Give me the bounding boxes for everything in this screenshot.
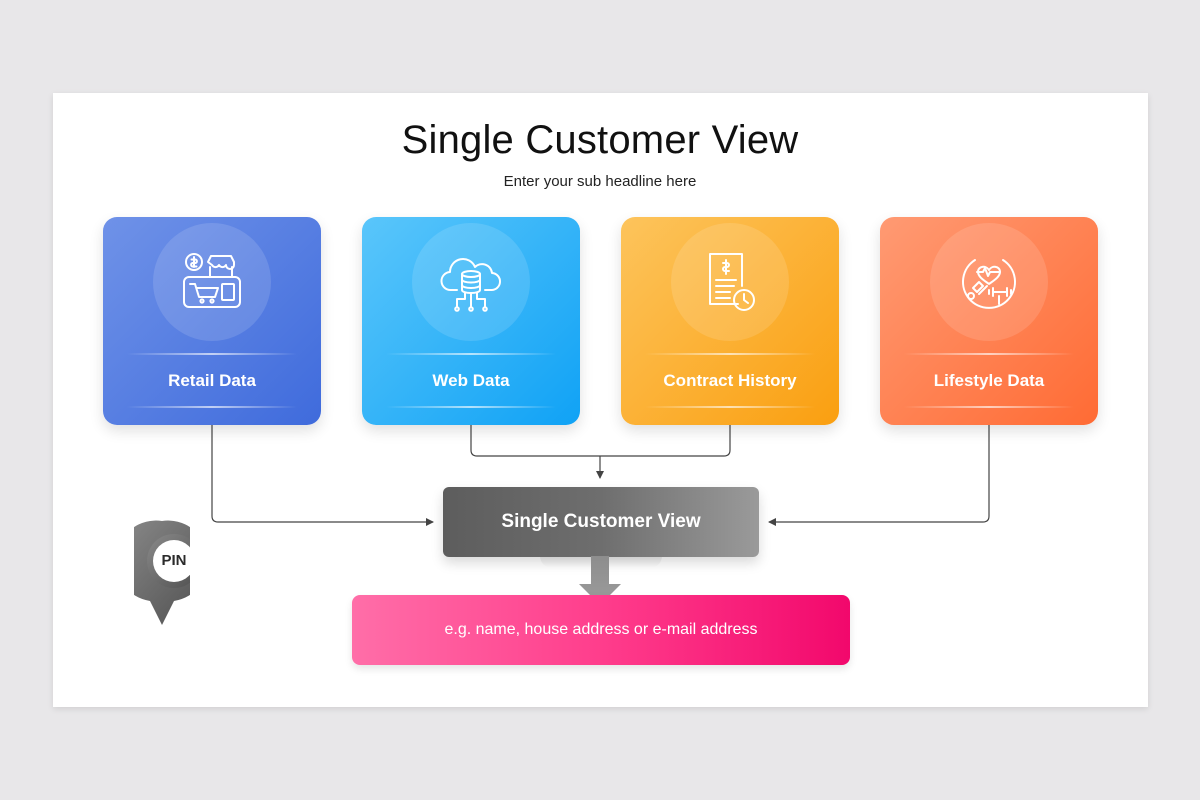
icon-halo (930, 223, 1048, 341)
invoice-clock-icon (709, 253, 755, 311)
divider-bottom (386, 406, 556, 408)
source-label: Contract History (663, 371, 797, 390)
source-card-lifestyle: Lifestyle Data (880, 217, 1098, 425)
hub-label: Single Customer View (501, 511, 701, 532)
cloud-database-icon (440, 258, 501, 312)
down-arrow-icon (579, 556, 621, 605)
page-subtitle: Enter your sub headline here (503, 173, 697, 190)
page-title: Single Customer View (401, 118, 799, 162)
connector-retail (211, 425, 434, 526)
icon-halo (671, 223, 789, 341)
source-card-web: Web Data (362, 217, 580, 425)
divider-top (127, 353, 297, 355)
divider-bottom (127, 406, 297, 408)
lifestyle-icon (962, 259, 1016, 309)
divider-bottom (904, 406, 1074, 408)
divider-top (904, 353, 1074, 355)
source-label: Retail Data (168, 371, 256, 390)
divider-bottom (645, 406, 815, 408)
pin-marker-icon (134, 520, 190, 625)
hub-box: Single Customer View (443, 487, 759, 557)
source-card-contract: Contract History (621, 217, 839, 425)
source-label: Web Data (432, 371, 510, 390)
output-label: e.g. name, house address or e-mail addre… (444, 621, 758, 638)
divider-top (645, 353, 815, 355)
divider-top (386, 353, 556, 355)
pin-label: PIN (161, 552, 187, 569)
output-box: e.g. name, house address or e-mail addre… (352, 595, 850, 665)
source-label: Lifestyle Data (933, 371, 1045, 390)
source-card-retail: Retail Data (103, 217, 321, 425)
icon-halo (153, 223, 271, 341)
connector-lifestyle (768, 425, 990, 526)
connector-web-contract (470, 425, 731, 457)
retail-store-icon (183, 253, 241, 308)
